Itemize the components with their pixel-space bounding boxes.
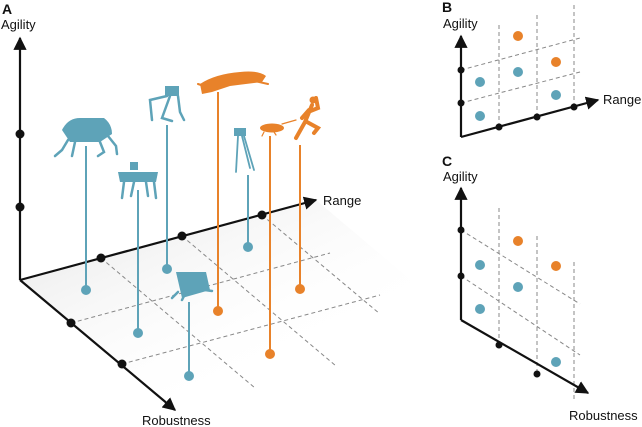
panel-b-label: B <box>442 0 452 15</box>
biped-robot-icon <box>148 86 186 123</box>
animal-points <box>513 31 561 67</box>
robustness-axis <box>19 279 177 411</box>
panel-b: B Agility Range <box>442 0 641 139</box>
panel-c-label: C <box>442 153 452 169</box>
robustness-axis-label: Robustness <box>142 413 211 427</box>
panel-c: C Agility Robustness <box>442 153 638 423</box>
agility-axis-label: Agility <box>443 169 478 184</box>
range-axis-label: Range <box>323 193 361 208</box>
robot-stems <box>85 125 249 376</box>
cheetah-icon <box>197 71 269 94</box>
animal-points <box>513 236 561 271</box>
agility-axis-label: Agility <box>1 17 36 32</box>
robot-points <box>475 260 561 367</box>
robustness-axis-label: Robustness <box>569 408 638 423</box>
grid-lines <box>460 5 581 125</box>
cockroach-icon <box>260 119 297 137</box>
floor-plane <box>20 200 470 410</box>
robustness-axis <box>460 319 590 394</box>
robot-points <box>81 242 253 381</box>
quadruped-robot-icon <box>53 118 119 158</box>
axis-ticks <box>15 129 267 369</box>
animal-stems <box>217 92 301 354</box>
agility-axis-label: Agility <box>443 16 478 31</box>
axis-ticks <box>457 66 578 131</box>
small-quadruped-robot-icon <box>118 162 158 200</box>
animal-points <box>213 284 305 359</box>
robot-points <box>475 67 561 121</box>
human-runner-icon <box>294 96 322 140</box>
grid-lines <box>460 208 581 400</box>
hopping-robot-icon <box>234 128 255 173</box>
panel-a-label: A <box>2 1 12 17</box>
tracked-robot-icon <box>170 272 214 302</box>
range-axis-label: Range <box>603 92 641 107</box>
panel-a: A Agility Range Robustness <box>1 1 470 427</box>
axis-ticks <box>457 226 541 378</box>
